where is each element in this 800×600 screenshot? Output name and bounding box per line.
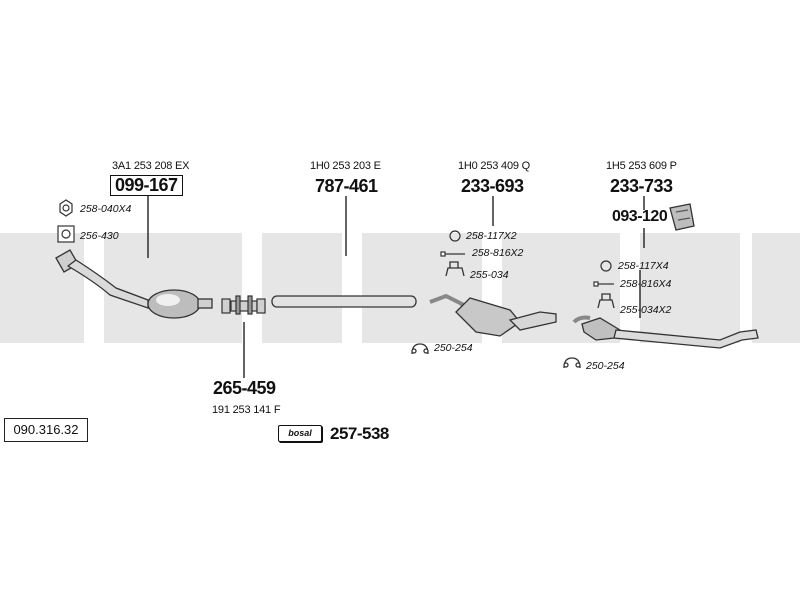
rear-hanger-icon: [563, 357, 581, 369]
nut-label: 258-040X4: [80, 203, 132, 215]
rear-ring-icon: [600, 260, 612, 272]
middle-pipe-drawing: [271, 295, 417, 308]
leader-lines: [147, 196, 645, 378]
rear-silencer-oe-number: 1H5 253 609 P: [606, 160, 677, 172]
connector-oe-number: 191 253 141 F: [212, 404, 281, 416]
watermark: [0, 233, 800, 343]
gasket-icon: [57, 225, 75, 243]
center-silencer-oe-number: 1H0 253 409 Q: [458, 160, 531, 172]
rear-bolt-icon: [593, 281, 614, 287]
connector-drawing: [221, 295, 266, 315]
rear-silencer-drawing: [572, 315, 759, 349]
center-silencer-part-number: 233-693: [461, 176, 524, 196]
rear-bolt-label: 258-816X4: [620, 278, 672, 290]
gasket-label: 256-430: [80, 230, 119, 242]
center-clamp-label: 255-034: [470, 269, 509, 281]
mounting-kit-part-number: 257-538: [330, 424, 389, 443]
center-bolt-icon: [440, 251, 465, 257]
rear-clamp-icon: [597, 293, 615, 309]
connector-part-number: 265-459: [213, 378, 276, 398]
center-bolt-label: 258-816X2: [472, 247, 524, 259]
front-pipe-part-number: 099-167: [110, 175, 183, 196]
rear-ring-label: 258-117X4: [618, 260, 669, 272]
center-hanger-label: 250-254: [434, 342, 473, 354]
heat-shield-part-number: 093-120: [612, 208, 668, 225]
middle-pipe-part-number: 787-461: [315, 176, 378, 196]
center-hanger-icon: [411, 343, 429, 355]
center-ring-label: 258-117X2: [466, 230, 517, 242]
center-silencer-drawing: [429, 293, 557, 337]
middle-pipe-oe-number: 1H0 253 203 E: [310, 160, 381, 172]
catalog-number: 090.316.32: [4, 418, 88, 442]
nut-icon: [59, 199, 73, 217]
center-clamp-icon: [445, 261, 465, 277]
rear-hanger-label: 250-254: [586, 360, 625, 372]
rear-clamp-label: 255-034X2: [620, 304, 672, 316]
front-pipe-oe-number: 3A1 253 208 EX: [112, 160, 190, 172]
rear-silencer-part-number: 233-733: [610, 176, 673, 196]
bosal-logo: bosal: [278, 425, 322, 442]
heat-shield-drawing: [669, 203, 695, 231]
center-ring-icon: [449, 230, 461, 242]
front-pipe-drawing: [55, 249, 213, 319]
